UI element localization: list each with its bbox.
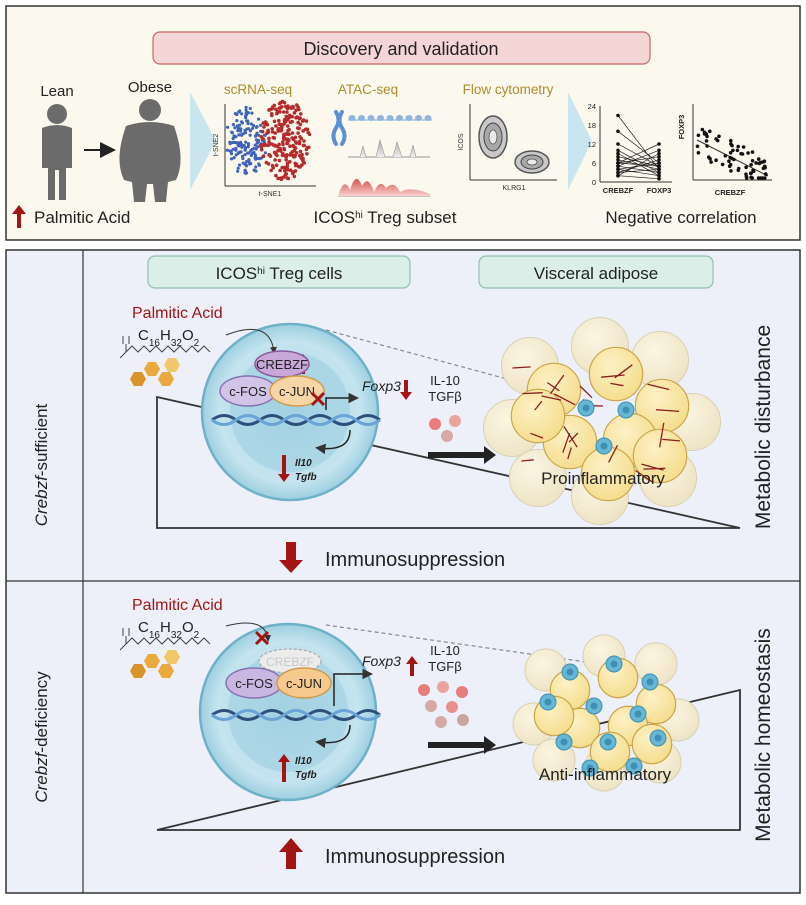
- foxp3-label-mid: Foxp3: [362, 378, 401, 394]
- tgfb-cytokine-bottom: TGFβ: [428, 659, 461, 674]
- scatter-y-label: FOXP3: [677, 115, 686, 140]
- klrg1-axis-label: KLRG1: [503, 185, 526, 192]
- tsne2-label: t-SNE2: [213, 134, 220, 157]
- palmitic-label-bottom: Palmitic Acid: [132, 597, 223, 614]
- scrna-label: scRNA-seq: [224, 82, 292, 97]
- tgfb-label-bottom: Tgfb: [295, 770, 317, 781]
- paired-tick: 12: [588, 140, 596, 149]
- paired-tick: 24: [588, 102, 596, 111]
- crebzf-label-mid: CREBZF: [256, 357, 308, 372]
- foxp3-label-bottom: Foxp3: [362, 653, 401, 669]
- palmitic-label-mid: Palmitic Acid: [132, 305, 223, 322]
- scatter-x-label: CREBZF: [715, 188, 746, 197]
- subset-label: ICOShi Treg subset: [314, 208, 457, 227]
- side-label-deficiency: Crebzf-deficiency: [32, 671, 51, 803]
- paired-x-label: FOXP3: [647, 186, 672, 195]
- obese-label: Obese: [128, 79, 172, 96]
- cfos-label-bottom: c-FOS: [235, 676, 273, 691]
- adipose-header: Visceral adipose: [534, 264, 658, 283]
- flow-population-2: [515, 151, 549, 173]
- paired-tick: 6: [592, 159, 596, 168]
- nucleosome-track: [348, 115, 432, 121]
- immuno-label-mid: Immunosuppression: [325, 549, 505, 571]
- paired-x-label: CREBZF: [603, 186, 634, 195]
- cjun-label-mid: c-JUN: [279, 384, 315, 399]
- il10-label-mid: Il10: [295, 458, 312, 469]
- metabolic-disturbance-label: Metabolic disturbance: [752, 325, 775, 529]
- icos-axis-label: ICOS: [458, 133, 465, 150]
- tsne1-label: t-SNE1: [259, 191, 282, 198]
- palmitic-label-top: Palmitic Acid: [34, 208, 130, 227]
- tgfb-label-mid: Tgfb: [295, 472, 317, 483]
- atac-label: ATAC-seq: [338, 82, 398, 97]
- il10-label-bottom: Il10: [295, 756, 312, 767]
- lean-label: Lean: [40, 83, 73, 100]
- crebzf-label-bottom: CREBZF: [266, 655, 314, 669]
- banner-title: Discovery and validation: [303, 39, 498, 59]
- flow-population-1: [479, 116, 507, 158]
- paired-tick: 0: [592, 178, 596, 187]
- side-label-sufficient: Crebzf-sufficient: [32, 403, 51, 526]
- il10-cytokine-mid: IL-10: [430, 373, 460, 388]
- negative-correlation-label: Negative correlation: [605, 208, 756, 227]
- il10-cytokine-bottom: IL-10: [430, 643, 460, 658]
- flow-label: Flow cytometry: [463, 82, 554, 97]
- cfos-label-mid: c-FOS: [229, 384, 267, 399]
- anti-inflammatory-label: Anti-inflammatory: [539, 765, 672, 784]
- proinflammatory-label: Proinflammatory: [541, 469, 665, 488]
- tgfb-cytokine-mid: TGFβ: [428, 389, 461, 404]
- paired-tick: 18: [588, 121, 596, 130]
- cjun-label-bottom: c-JUN: [286, 676, 322, 691]
- metabolic-homeostasis-label: Metabolic homeostasis: [752, 628, 775, 842]
- treg-header: ICOShi Treg cells: [216, 264, 343, 283]
- immuno-label-bottom: Immunosuppression: [325, 846, 505, 868]
